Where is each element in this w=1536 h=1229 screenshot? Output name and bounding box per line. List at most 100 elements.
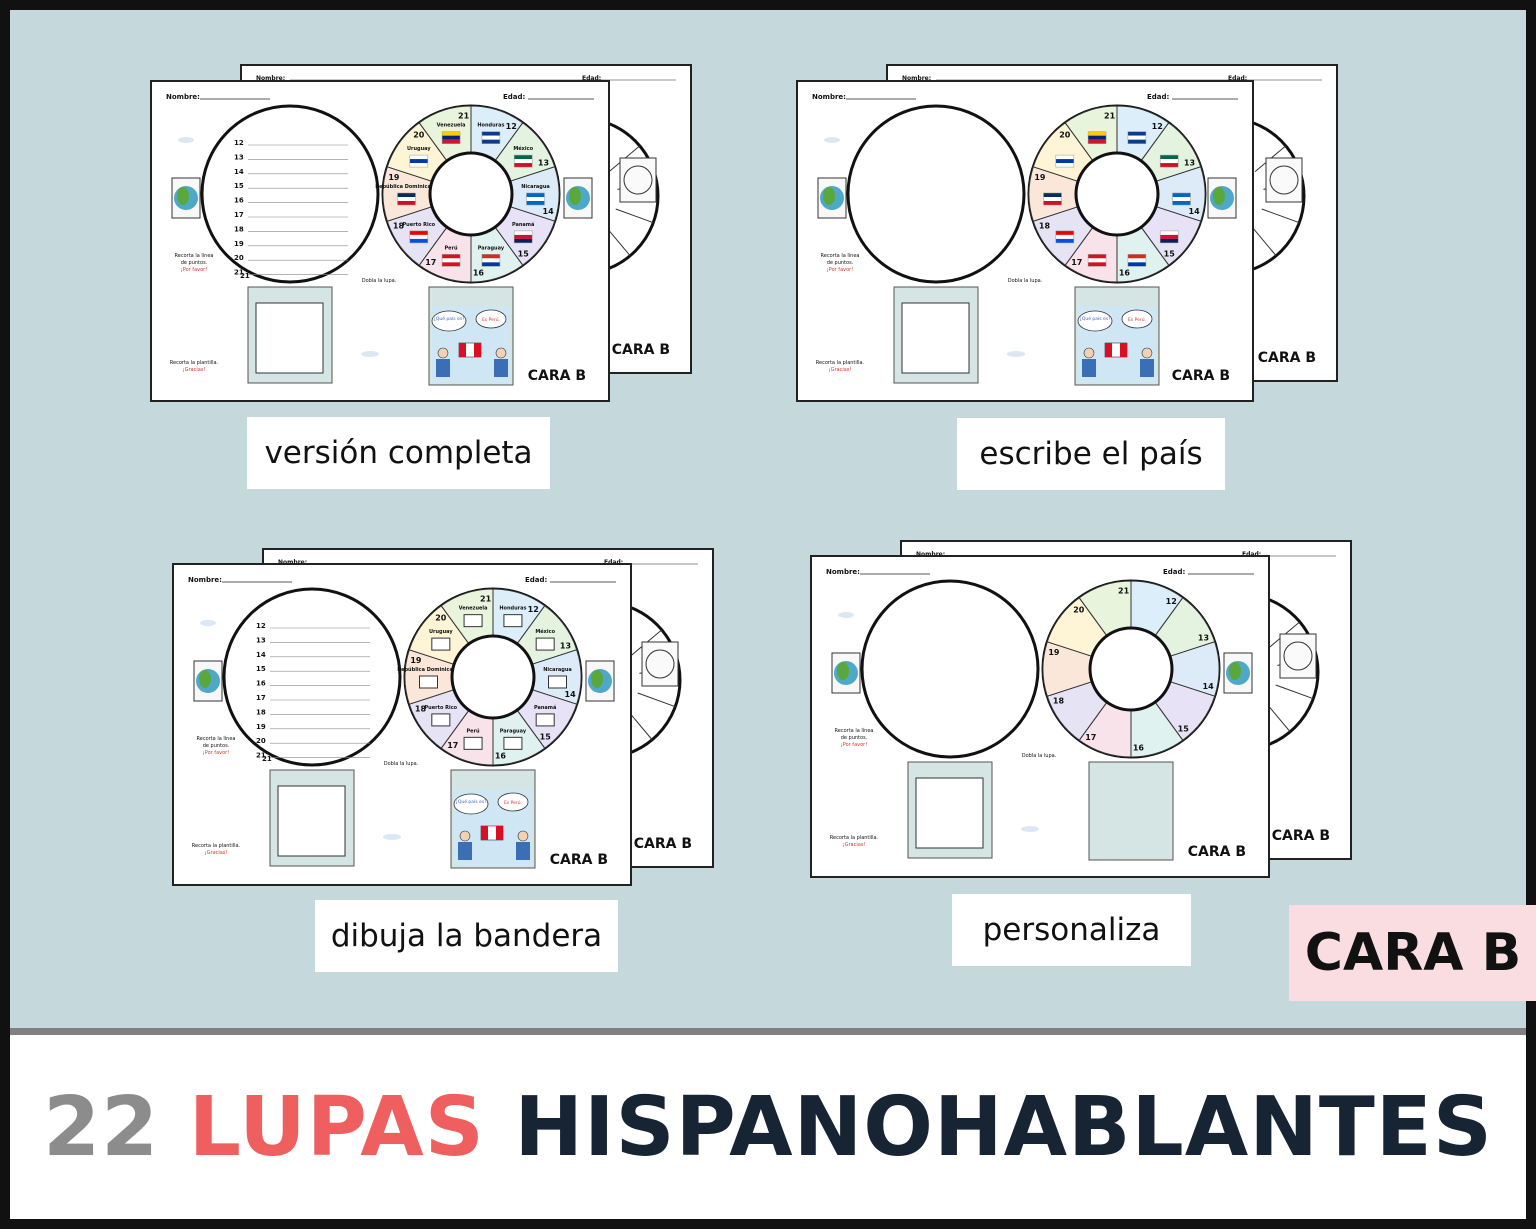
cloud — [361, 351, 379, 357]
speech-bubble — [1077, 310, 1113, 332]
earth-land — [1213, 187, 1225, 205]
flag-band — [1160, 163, 1179, 168]
line-number: 21 — [256, 752, 266, 760]
flag-frame — [1087, 131, 1107, 144]
flag-band — [481, 135, 500, 140]
instruction-text: ¡Por favor! — [827, 267, 853, 273]
main-title: 22 LUPAS HISPANOHABLANTES — [43, 1080, 1493, 1175]
flag-band — [1160, 234, 1179, 239]
cara-label: CARA B — [528, 368, 586, 384]
back-earth-outline — [1283, 641, 1313, 671]
flag-band — [1088, 258, 1107, 263]
variant-label: personaliza — [952, 894, 1191, 966]
wheel-number: 18 — [1039, 221, 1051, 230]
line-number: 13 — [256, 636, 266, 644]
handle-box — [915, 777, 984, 849]
child-body — [436, 359, 450, 377]
flag-band — [514, 155, 533, 160]
flag-frame — [441, 131, 461, 144]
flag-band — [514, 159, 533, 164]
flag-band — [442, 258, 461, 263]
instruction-text: Recorta la línea — [197, 735, 236, 742]
flag-frame — [513, 230, 533, 244]
flag-band — [409, 159, 428, 164]
flag-band — [1127, 139, 1146, 144]
flag-band — [397, 197, 416, 201]
flag-band — [1088, 262, 1107, 267]
wheel-number: 17 — [1071, 258, 1082, 267]
peru-flag-band — [481, 826, 488, 840]
flag-band — [1055, 230, 1074, 235]
wheel-number: 16 — [1133, 744, 1145, 753]
flag-band — [1160, 159, 1179, 164]
title-banner: 22 LUPAS HISPANOHABLANTES — [10, 1035, 1526, 1219]
flag-box — [463, 736, 483, 750]
instruction-text: de puntos. — [827, 260, 854, 266]
line-number: 12 — [234, 139, 244, 147]
country-label: México — [513, 145, 533, 152]
flag-band — [1043, 193, 1062, 197]
instruction-text: Dobla la lupa. — [362, 278, 397, 284]
flag-band — [409, 234, 428, 239]
country-label: Uruguay — [407, 146, 431, 152]
line-number: 12 — [256, 622, 266, 630]
child-body — [494, 359, 508, 377]
country-label: Panamá — [512, 221, 534, 228]
nombre-label: Nombre: — [256, 75, 285, 82]
wheel-number: 21 — [1118, 586, 1130, 595]
flag-band — [514, 238, 533, 243]
instruction-text: de puntos. — [181, 260, 208, 266]
wheel-number: 17 — [447, 741, 458, 750]
line-number: 19 — [256, 723, 266, 731]
flag-band — [481, 131, 500, 136]
wheel-number: 18 — [415, 704, 427, 713]
earth-land — [1229, 662, 1241, 680]
wheel-number: 15 — [1164, 249, 1176, 258]
flag-band — [1127, 254, 1146, 259]
speech-bubble — [475, 309, 507, 329]
cloud — [1007, 351, 1025, 357]
instruction-text: ¡Por favor! — [181, 267, 207, 273]
line-number: 21 — [234, 269, 244, 277]
child-head — [459, 830, 471, 842]
flag-band — [1043, 201, 1062, 205]
flag-frame — [1055, 230, 1075, 244]
earth-land — [823, 187, 835, 205]
child-body — [1140, 359, 1154, 377]
peru-flag-band — [1120, 343, 1127, 357]
back-earth — [641, 641, 679, 687]
back-wheel-spoke — [1250, 224, 1277, 257]
flag-band — [1043, 197, 1062, 201]
flag-box — [535, 713, 555, 727]
country-label: Nicaragua — [543, 667, 572, 673]
flag-band — [409, 230, 428, 235]
cloud — [838, 612, 854, 618]
edad-label: Edad: — [503, 93, 526, 101]
lupa-left — [200, 104, 380, 284]
wheel-number: 13 — [1184, 159, 1195, 168]
title-hispanohablantes: HISPANOHABLANTES — [514, 1079, 1493, 1175]
child-head — [1141, 347, 1153, 359]
wheel-number: 17 — [1085, 733, 1096, 742]
preview-area: Nombre:Edad:CARA B Nombre:Edad:Recorta l… — [10, 10, 1536, 1028]
child-head — [517, 830, 529, 842]
flag-box — [431, 713, 451, 727]
flag-band — [1160, 238, 1179, 243]
cloud — [1021, 826, 1039, 832]
country-label: Panamá — [534, 704, 556, 711]
line-number: 18 — [234, 225, 244, 233]
back-earth — [619, 157, 657, 203]
flag-band — [1172, 197, 1191, 201]
edad-label: Edad: — [1147, 93, 1170, 101]
line-number: 15 — [234, 182, 244, 190]
cloud — [383, 834, 401, 840]
back-earth-outline — [623, 165, 653, 195]
title-lupas: LUPAS — [188, 1079, 485, 1175]
wheel-number: 13 — [560, 642, 571, 651]
flag-box — [503, 614, 523, 628]
instruction-text: Recorta la plantilla. — [816, 360, 865, 366]
country-label: República Dominicana — [375, 183, 438, 190]
nombre-label: Nombre: — [188, 576, 222, 584]
